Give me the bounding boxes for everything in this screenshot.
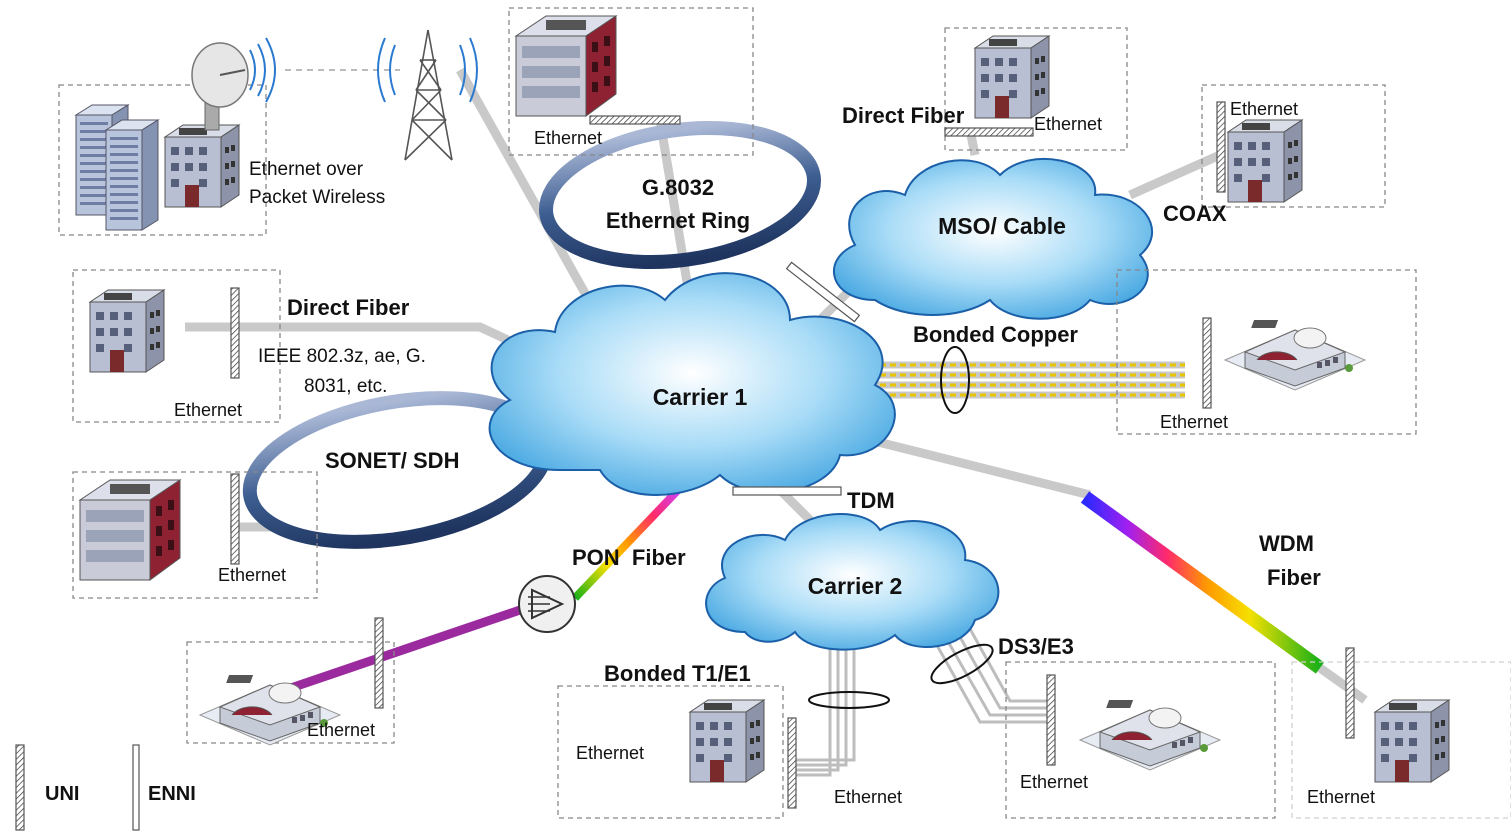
legend-enni-label: ENNI bbox=[148, 783, 196, 805]
site-direct-fiber bbox=[72, 269, 281, 423]
uni-bar bbox=[374, 617, 384, 709]
ring-link bbox=[655, 119, 695, 301]
office-building-icon bbox=[89, 289, 165, 373]
wdm-label-1: WDM bbox=[1259, 531, 1314, 556]
direct-fiber-left-label: Direct Fiber bbox=[287, 295, 410, 320]
office-building-icon bbox=[974, 35, 1050, 119]
carrier2-cloud: Carrier 2 bbox=[705, 513, 1000, 651]
legend-uni-label: UNI bbox=[45, 783, 79, 805]
site-mso-fiber bbox=[944, 27, 1128, 151]
mso-cloud: MSO/ Cable bbox=[832, 157, 1153, 320]
uni-bars bbox=[15, 101, 1355, 831]
ethernet-label: Ethernet bbox=[1034, 114, 1102, 134]
uni-legend-bar bbox=[15, 744, 25, 831]
carrier1-label: Carrier 1 bbox=[653, 384, 748, 410]
tower-building-icon bbox=[105, 119, 159, 231]
uni-bar bbox=[787, 717, 797, 809]
ethernet-label: Ethernet bbox=[1230, 99, 1298, 119]
site-t1 bbox=[557, 685, 784, 819]
radio-tower-icon bbox=[377, 29, 478, 161]
red-building-icon bbox=[515, 15, 617, 117]
bonded-t1-label: Bonded T1/E1 bbox=[604, 661, 751, 686]
sonet-label: SONET/ SDH bbox=[325, 448, 459, 473]
ethernet-label: Ethernet bbox=[174, 400, 242, 420]
site-sonet bbox=[72, 471, 318, 599]
tdm-label: TDM bbox=[847, 488, 895, 513]
uni-bar bbox=[1345, 647, 1355, 739]
ethernet-label: Ethernet bbox=[218, 565, 286, 585]
wdm-end-link bbox=[1317, 664, 1368, 704]
office-building-icon bbox=[1227, 119, 1303, 203]
site-pon bbox=[186, 641, 395, 744]
ethernet-label: Ethernet bbox=[1307, 787, 1375, 807]
ds3-label: DS3/E3 bbox=[998, 634, 1074, 659]
t1-bundle bbox=[795, 635, 856, 777]
wdm-gray-link bbox=[868, 435, 1092, 500]
wireless-link bbox=[456, 67, 604, 323]
uni-bar bbox=[1046, 674, 1056, 766]
site-boxes bbox=[58, 7, 1417, 819]
satellite-dish-icon bbox=[191, 37, 276, 131]
bonded-copper-label: Bonded Copper bbox=[913, 322, 1078, 347]
site-wdm bbox=[1291, 661, 1511, 819]
t1-bundle-ring bbox=[808, 691, 890, 709]
office-building-icon bbox=[689, 699, 765, 783]
ieee-label-2: 8031, etc. bbox=[304, 376, 387, 397]
carrier1-cloud: Carrier 1 bbox=[488, 272, 896, 496]
wireless-label-2: Packet Wireless bbox=[249, 187, 385, 208]
enni-legend-bar bbox=[132, 744, 140, 831]
coax-link bbox=[1128, 150, 1222, 200]
dome-building-icon bbox=[1224, 319, 1366, 391]
wireless-label-1: Ethernet over bbox=[249, 159, 364, 180]
ieee-label-1: IEEE 802.3z, ae, G. bbox=[258, 346, 426, 367]
mso-label: MSO/ Cable bbox=[938, 213, 1066, 239]
pon-drop-fiber bbox=[283, 605, 522, 695]
uni-bar bbox=[230, 287, 240, 379]
ethernet-label: Ethernet bbox=[834, 787, 902, 807]
g8032-ring bbox=[539, 120, 821, 270]
ds3-bundle bbox=[918, 599, 1050, 724]
uni-bar bbox=[944, 127, 1034, 137]
dome-building-icon bbox=[1079, 699, 1221, 771]
wdm-label-2: Fiber bbox=[1267, 565, 1321, 590]
pon-splitter-icon bbox=[518, 575, 576, 633]
site-coax bbox=[1201, 84, 1386, 208]
office-building-icon bbox=[164, 124, 240, 208]
site-ds3 bbox=[1005, 661, 1276, 819]
pon-fiber bbox=[572, 485, 683, 601]
ethernet-label: Ethernet bbox=[576, 743, 644, 763]
site-ring bbox=[508, 7, 754, 156]
enni-mso-bar bbox=[785, 261, 861, 323]
site-bonded-copper bbox=[1116, 269, 1417, 435]
pon-label: PON Fiber bbox=[572, 545, 686, 570]
ethernet-label: Ethernet bbox=[534, 128, 602, 148]
wdm-fiber bbox=[1080, 491, 1325, 674]
enni-tdm-bar bbox=[732, 486, 842, 496]
office-building-icon bbox=[1374, 699, 1450, 783]
ring-label-1: G.8032 bbox=[642, 175, 714, 200]
carrier2-label: Carrier 2 bbox=[808, 573, 903, 599]
uni-bar bbox=[589, 115, 681, 125]
uni-bar bbox=[1202, 317, 1212, 409]
bonded-copper-lines bbox=[870, 346, 1185, 414]
ethernet-label: Ethernet bbox=[1160, 412, 1228, 432]
ds3-bundle-ring bbox=[930, 643, 994, 685]
ethernet-label: Ethernet bbox=[1020, 772, 1088, 792]
uni-bar bbox=[230, 473, 240, 565]
ethernet-label: Ethernet bbox=[307, 720, 375, 740]
uni-bar bbox=[1216, 101, 1226, 193]
red-building-icon bbox=[79, 479, 181, 581]
direct-fiber-top-label: Direct Fiber bbox=[842, 103, 965, 128]
site-wireless bbox=[58, 84, 267, 236]
ring-label-2: Ethernet Ring bbox=[606, 208, 750, 233]
coax-label: COAX bbox=[1163, 201, 1227, 226]
